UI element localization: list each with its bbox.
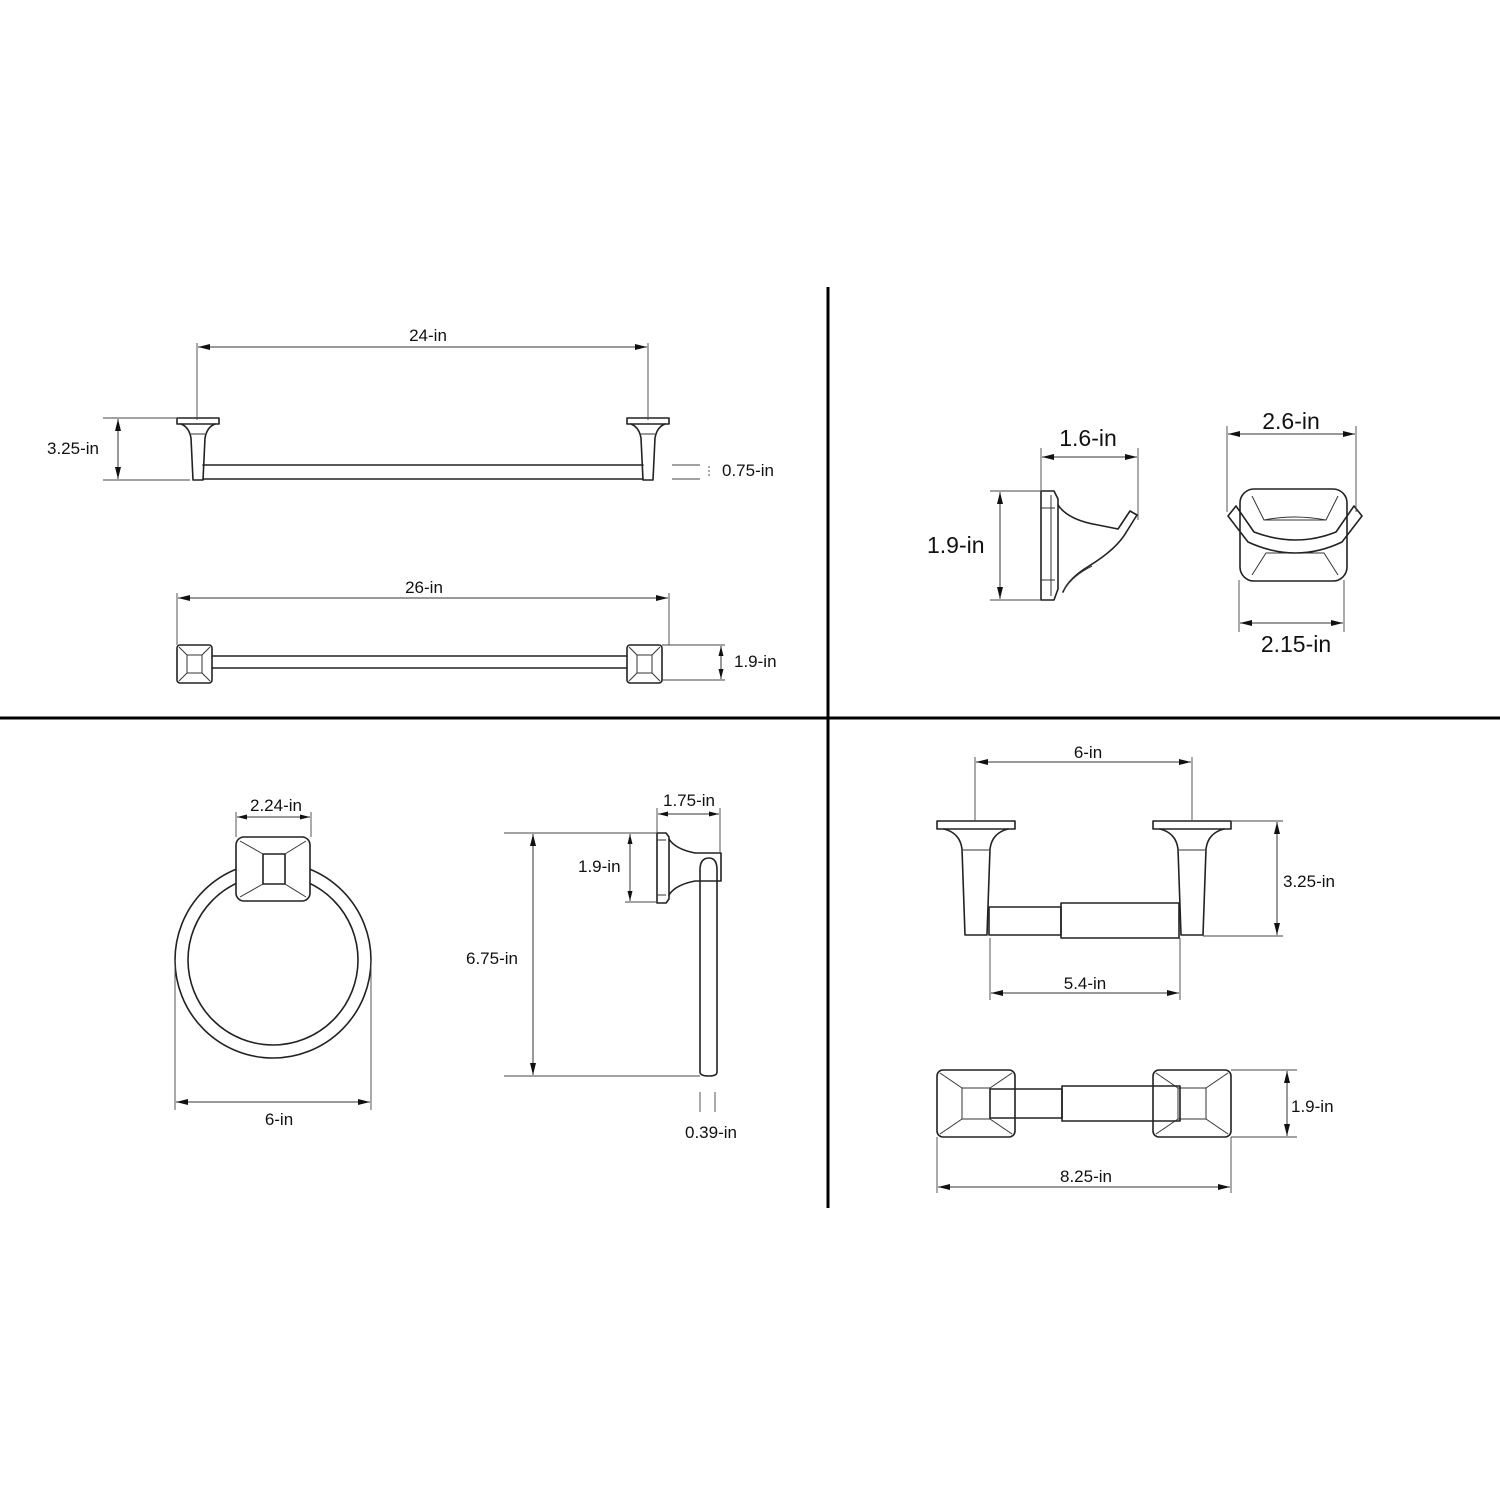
tp-holder-height-label: 3.25-in — [1283, 872, 1335, 891]
towel-ring-side-view — [504, 808, 722, 1112]
towel-ring-mount-height-label: 1.9-in — [578, 857, 621, 876]
tp-holder-top-view — [936, 1069, 1297, 1193]
robe-hook-front-view — [1227, 488, 1363, 582]
towel-bar-depth-label: 1.9-in — [734, 652, 777, 671]
tp-holder-overall-width-label: 8.25-in — [1060, 1167, 1112, 1186]
tp-holder-front-view — [936, 757, 1283, 1000]
robe-hook-top-width-label: 2.6-in — [1262, 408, 1320, 434]
tp-holder-post-spacing-label: 6-in — [1074, 743, 1102, 762]
robe-hook-base-width-label: 2.15-in — [1261, 631, 1331, 657]
towel-bar-diameter-label: 0.75-in — [722, 461, 774, 480]
towel-bar-top-view — [176, 593, 725, 684]
towel-bar-top-width-label: 26-in — [405, 578, 443, 597]
towel-ring-projection-label: 1.75-in — [663, 791, 715, 810]
robe-hook-dims — [1226, 426, 1357, 632]
towel-ring-mount-width-label: 2.24-in — [250, 796, 302, 815]
tp-holder-roller-length-label: 5.4-in — [1064, 974, 1107, 993]
towel-bar-front-view — [103, 343, 710, 481]
towel-ring-thickness-label: 0.39-in — [685, 1123, 737, 1142]
robe-hook-projection-label: 1.6-in — [1059, 425, 1117, 451]
towel-ring-overall-height-label: 6.75-in — [466, 949, 518, 968]
towel-bar-width-label: 24-in — [409, 326, 447, 345]
tp-holder-depth-label: 1.9-in — [1291, 1097, 1334, 1116]
towel-ring-front-view — [174, 812, 372, 1110]
robe-hook-height-label: 1.9-in — [927, 532, 985, 558]
robe-hook-side-view — [990, 448, 1139, 601]
towel-ring-width-label: 6-in — [265, 1110, 293, 1129]
towel-bar-height-label: 3.25-in — [47, 439, 99, 458]
